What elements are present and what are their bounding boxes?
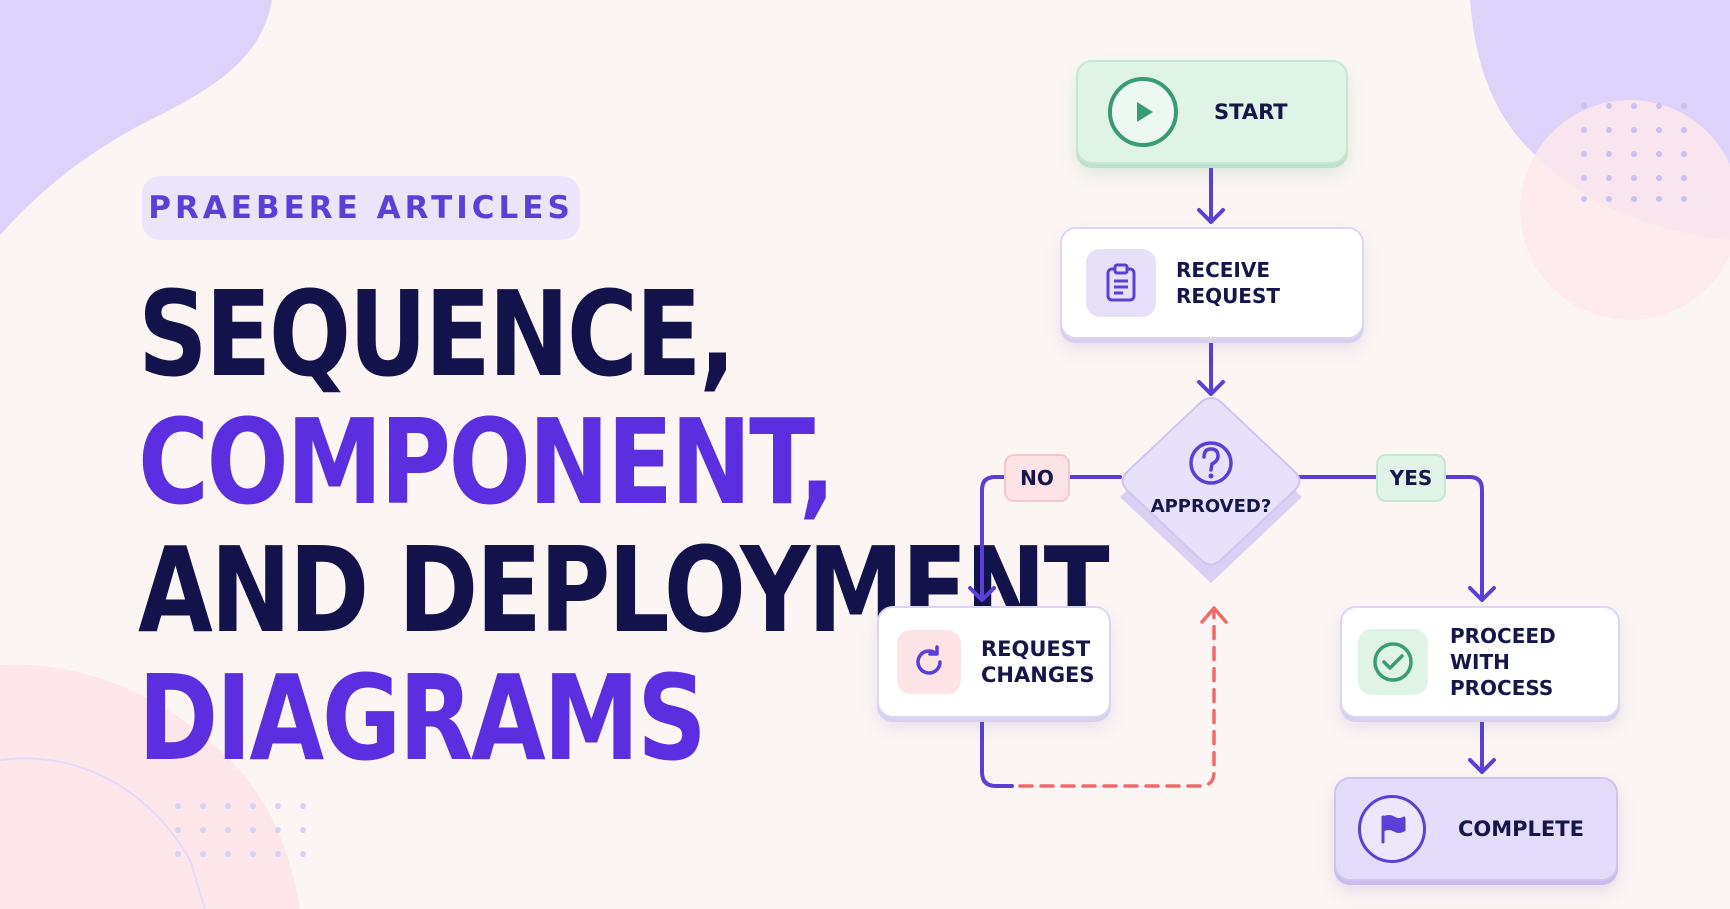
start-node: START (1076, 60, 1348, 164)
complete-label: COMPLETE (1458, 817, 1584, 841)
receive-request-node: RECEIVE REQUEST (1060, 227, 1364, 339)
refresh-icon (897, 630, 961, 694)
arrow-proceed-to-complete (1468, 712, 1496, 774)
request-changes-text: REQUEST CHANGES (981, 636, 1095, 688)
no-badge: NO (1004, 454, 1070, 502)
title-line-4: DIAGRAMS (138, 649, 707, 787)
flag-icon (1358, 795, 1426, 863)
loop-back-dashed (1018, 608, 1216, 788)
connector-no-branch (968, 475, 1122, 602)
title-line-2: COMPONENT, (138, 393, 836, 531)
play-icon (1108, 77, 1178, 147)
proceed-node: PROCEED WITH PROCESS (1340, 606, 1620, 718)
proceed-text: PROCEED WITH PROCESS (1450, 623, 1618, 701)
proceed-line-2: PROCESS (1450, 676, 1554, 700)
connector-yes-branch (1296, 475, 1496, 602)
clipboard-icon (1086, 249, 1156, 317)
proceed-line-1: PROCEED WITH (1450, 624, 1556, 674)
arrow-receive-to-decision (1197, 338, 1225, 396)
decision-label: APPROVED? (1150, 496, 1272, 517)
request-changes-node: REQUEST CHANGES (877, 606, 1111, 718)
request-changes-line-2: CHANGES (981, 663, 1095, 687)
page-title: SEQUENCE, COMPONENT, AND DEPLOYMENT DIAG… (138, 270, 1320, 782)
yes-badge: YES (1376, 454, 1446, 502)
check-icon (1358, 629, 1428, 695)
decision-label-wrap: APPROVED? (1131, 496, 1291, 517)
complete-node: COMPLETE (1334, 777, 1618, 881)
arrow-start-to-receive (1197, 164, 1225, 224)
start-label: START (1214, 100, 1288, 124)
category-pill: PRAEBERE ARTICLES (142, 176, 580, 240)
dot-grid-top-right (1581, 103, 1687, 202)
receive-request-label: RECEIVE REQUEST (1176, 258, 1281, 308)
category-label: PRAEBERE ARTICLES (148, 190, 574, 226)
title-line-1: SEQUENCE, (138, 265, 736, 403)
request-changes-line-1: REQUEST (981, 637, 1091, 661)
connector-changes-down (980, 716, 1014, 788)
dot-grid-bottom-left (175, 803, 306, 857)
